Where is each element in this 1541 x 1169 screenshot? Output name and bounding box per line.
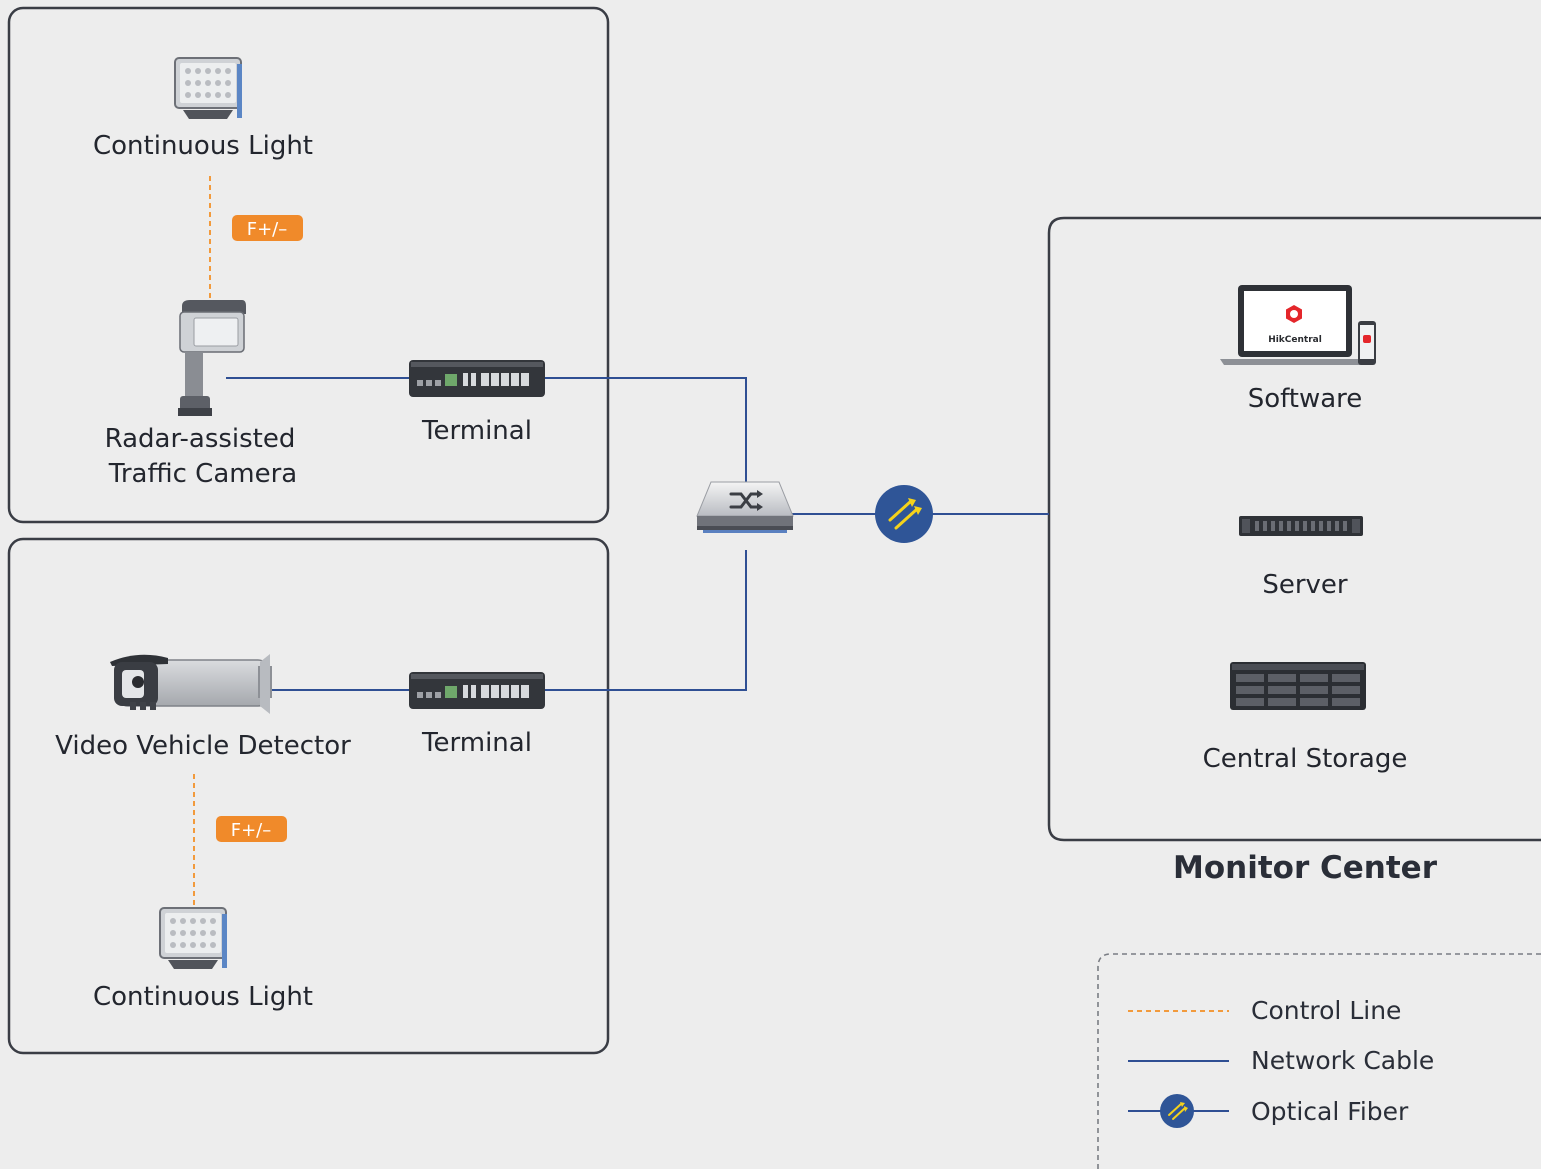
bottom-control-badge [216,816,287,842]
detector-label: Video Vehicle Detector [55,731,351,761]
monitor-center-frame [1047,216,1541,842]
control-lines [193,176,211,906]
software-label: Software [1248,384,1363,414]
top-control-badge [232,215,303,241]
software-laptop-icon [1220,285,1376,365]
video-detector-icon [110,654,272,714]
legend-control-line-label: Control Line [1251,996,1401,1025]
bottom-light-label: Continuous Light [93,982,313,1012]
camera-label-line1: Radar-assisted [105,424,296,454]
monitor-center-title: Monitor Center [1173,850,1438,886]
storage-icon [1230,662,1366,710]
hikcentral-brand: HikCentral [1268,335,1322,345]
storage-label: Central Storage [1203,744,1408,774]
top-control-badge-text: F+/– [247,219,288,240]
legend-optical-fiber-label: Optical Fiber [1251,1097,1409,1126]
top-site-frame [7,6,610,524]
legend-optical-fiber-icon [1160,1094,1194,1128]
bottom-site-frame [7,537,610,1055]
legend-frame [1097,953,1541,1169]
bottom-control-badge-text: F+/– [231,820,272,841]
switch-icon [696,481,794,533]
radar-camera-icon [178,300,246,416]
server-icon [1239,516,1363,536]
optical-fiber-icon [875,485,933,543]
continuous-light-icon [159,907,227,969]
legend: Control Line Network Cable Optical Fiber [1128,996,1434,1128]
server-label: Server [1262,570,1348,600]
top-terminal-label: Terminal [421,416,532,446]
top-light-label: Continuous Light [93,131,313,161]
legend-network-cable-label: Network Cable [1251,1046,1434,1075]
camera-label-line2: Traffic Camera [108,459,297,489]
network-cables [226,377,1049,691]
continuous-light-icon [174,57,242,119]
terminal-icon [409,672,545,709]
bottom-terminal-label: Terminal [421,728,532,758]
terminal-icon [409,360,545,397]
